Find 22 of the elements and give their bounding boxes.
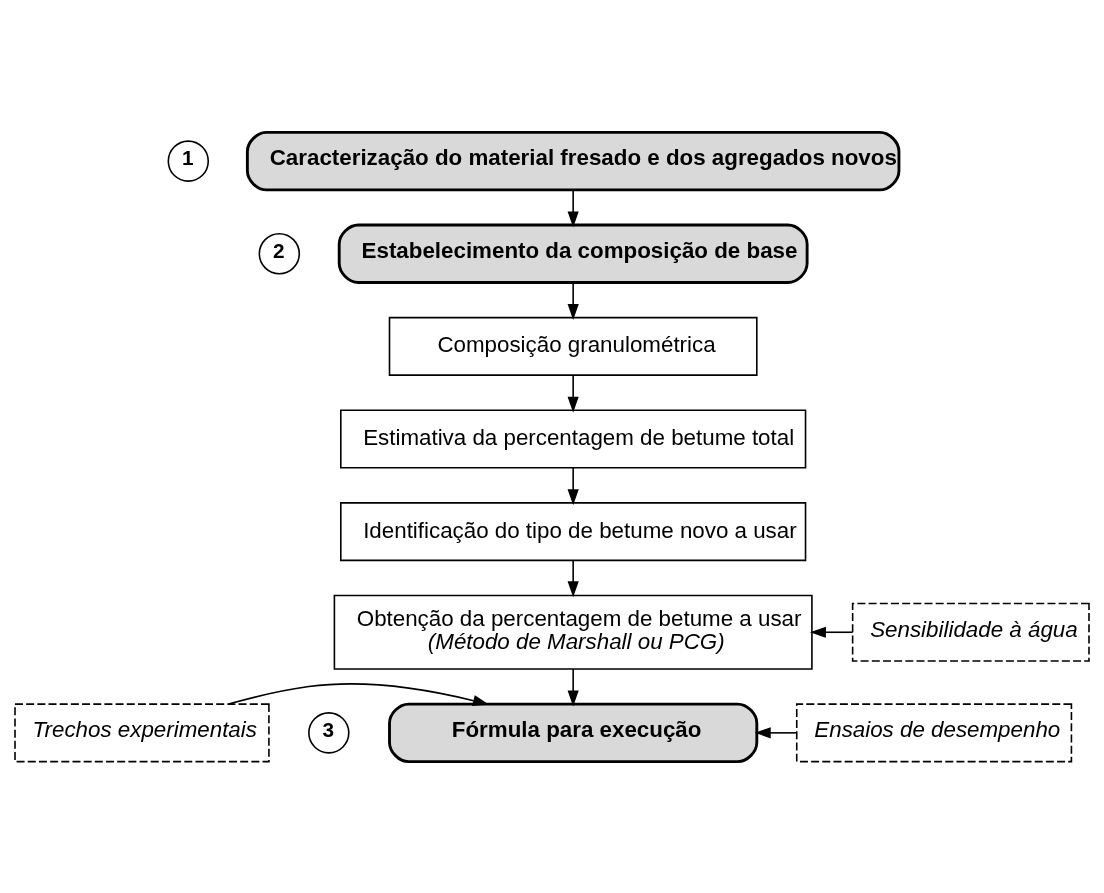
node-box: Identificação do tipo de betume novo a usar: [340, 501, 807, 561]
arrow: [567, 667, 579, 707]
arrow: [567, 466, 579, 505]
arrow: [567, 559, 579, 597]
node-box: Composição granulométrica: [388, 316, 758, 376]
node-box: Trechos experimentais: [14, 702, 270, 762]
arrow: [567, 374, 579, 413]
node-box: Sensibilidade à água: [851, 602, 1090, 662]
arrow: [754, 726, 798, 738]
arrow: [567, 188, 579, 227]
arrow: [809, 626, 854, 638]
node-box: Caracterização do material fresado e dos agregados novos: [245, 130, 901, 191]
arrow: [227, 682, 489, 706]
node-circle: 1: [167, 139, 210, 182]
node-box: Fórmula para execução: [388, 702, 759, 763]
node-box: Ensaios de desempenho: [795, 702, 1073, 762]
node-box: Estabelecimento da composição de base: [337, 223, 809, 284]
node-circle: 3: [308, 711, 350, 754]
node-circle: 2: [258, 232, 301, 275]
arrow: [567, 281, 579, 320]
node-box: Estimativa da percentagem de betume total: [340, 408, 807, 469]
node-box: Obtenção da percentagem de betume a usar (Método de Marshall ou PCG): [333, 594, 813, 670]
